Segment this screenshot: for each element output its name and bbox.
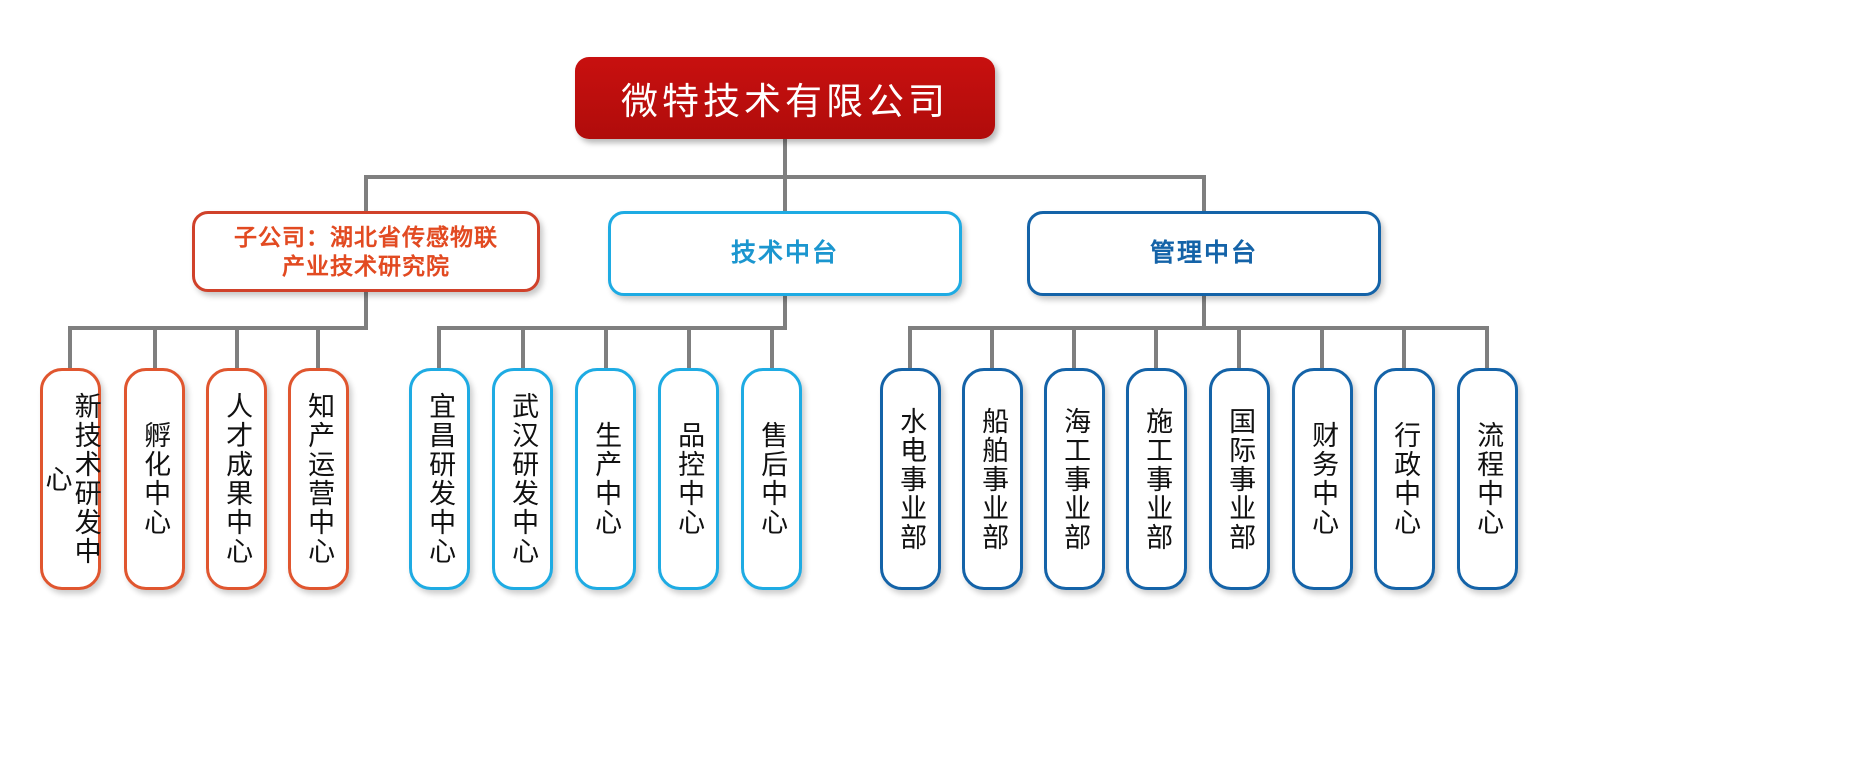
leaf-node-construction-division[interactable]: 施工事业部 bbox=[1126, 368, 1187, 590]
leaf-node-incubation-center[interactable]: 孵化中心 bbox=[124, 368, 185, 590]
leaf-node-administration-center[interactable]: 行政中心 bbox=[1374, 368, 1435, 590]
leaf-label: 品控中心 bbox=[673, 421, 705, 537]
leaf-label: 水电事业部 bbox=[895, 406, 927, 552]
branch-label-line1: 子公司：湖北省传感物联 bbox=[234, 223, 498, 250]
leaf-node-shipping-division[interactable]: 船舶事业部 bbox=[962, 368, 1023, 590]
branch-node-subsidiary[interactable]: 子公司：湖北省传感物联 产业技术研究院 bbox=[192, 211, 540, 292]
leaf-node-offshore-engineering-division[interactable]: 海工事业部 bbox=[1044, 368, 1105, 590]
leaf-label: 行政中心 bbox=[1389, 421, 1421, 537]
leaf-label: 售后中心 bbox=[756, 421, 788, 537]
leaf-label: 海工事业部 bbox=[1059, 406, 1091, 552]
leaf-label: 财务中心 bbox=[1307, 421, 1339, 537]
leaf-node-quality-control-center[interactable]: 品控中心 bbox=[658, 368, 719, 590]
leaf-label: 施工事业部 bbox=[1141, 406, 1173, 552]
leaf-label: 船舶事业部 bbox=[977, 406, 1009, 552]
branch-label-line2: 产业技术研究院 bbox=[282, 252, 450, 279]
leaf-node-international-division[interactable]: 国际事业部 bbox=[1209, 368, 1270, 590]
leaf-node-finance-center[interactable]: 财务中心 bbox=[1292, 368, 1353, 590]
leaf-label: 生产中心 bbox=[590, 421, 622, 537]
leaf-label: 流程中心 bbox=[1472, 421, 1504, 537]
leaf-node-ip-operation-center[interactable]: 知产运营中心 bbox=[288, 368, 349, 590]
leaf-label: 知产运营中心 bbox=[303, 392, 335, 566]
leaf-label: 新技术研发中心 bbox=[40, 392, 101, 566]
branch-node-management-middle-platform[interactable]: 管理中台 bbox=[1027, 211, 1381, 296]
leaf-node-yichang-rd-center[interactable]: 宜昌研发中心 bbox=[409, 368, 470, 590]
leaf-node-talent-achievement-center[interactable]: 人才成果中心 bbox=[206, 368, 267, 590]
branch-node-tech-middle-platform[interactable]: 技术中台 bbox=[608, 211, 962, 296]
leaf-label: 人才成果中心 bbox=[221, 392, 253, 566]
branch-label-tech: 技术中台 bbox=[730, 238, 839, 267]
root-node-label: 微特技术有限公司 bbox=[621, 81, 949, 122]
root-node-company[interactable]: 微特技术有限公司 bbox=[575, 57, 995, 139]
leaf-label: 武汉研发中心 bbox=[507, 392, 539, 566]
leaf-label: 国际事业部 bbox=[1224, 406, 1256, 552]
leaf-node-new-tech-rd-center[interactable]: 新技术研发中心 bbox=[40, 368, 101, 590]
leaf-label: 孵化中心 bbox=[139, 421, 171, 537]
leaf-node-process-center[interactable]: 流程中心 bbox=[1457, 368, 1518, 590]
leaf-node-after-sales-center[interactable]: 售后中心 bbox=[741, 368, 802, 590]
leaf-node-hydropower-division[interactable]: 水电事业部 bbox=[880, 368, 941, 590]
leaf-node-wuhan-rd-center[interactable]: 武汉研发中心 bbox=[492, 368, 553, 590]
leaf-node-production-center[interactable]: 生产中心 bbox=[575, 368, 636, 590]
leaf-label: 宜昌研发中心 bbox=[424, 392, 456, 566]
branch-label-management: 管理中台 bbox=[1149, 238, 1258, 267]
